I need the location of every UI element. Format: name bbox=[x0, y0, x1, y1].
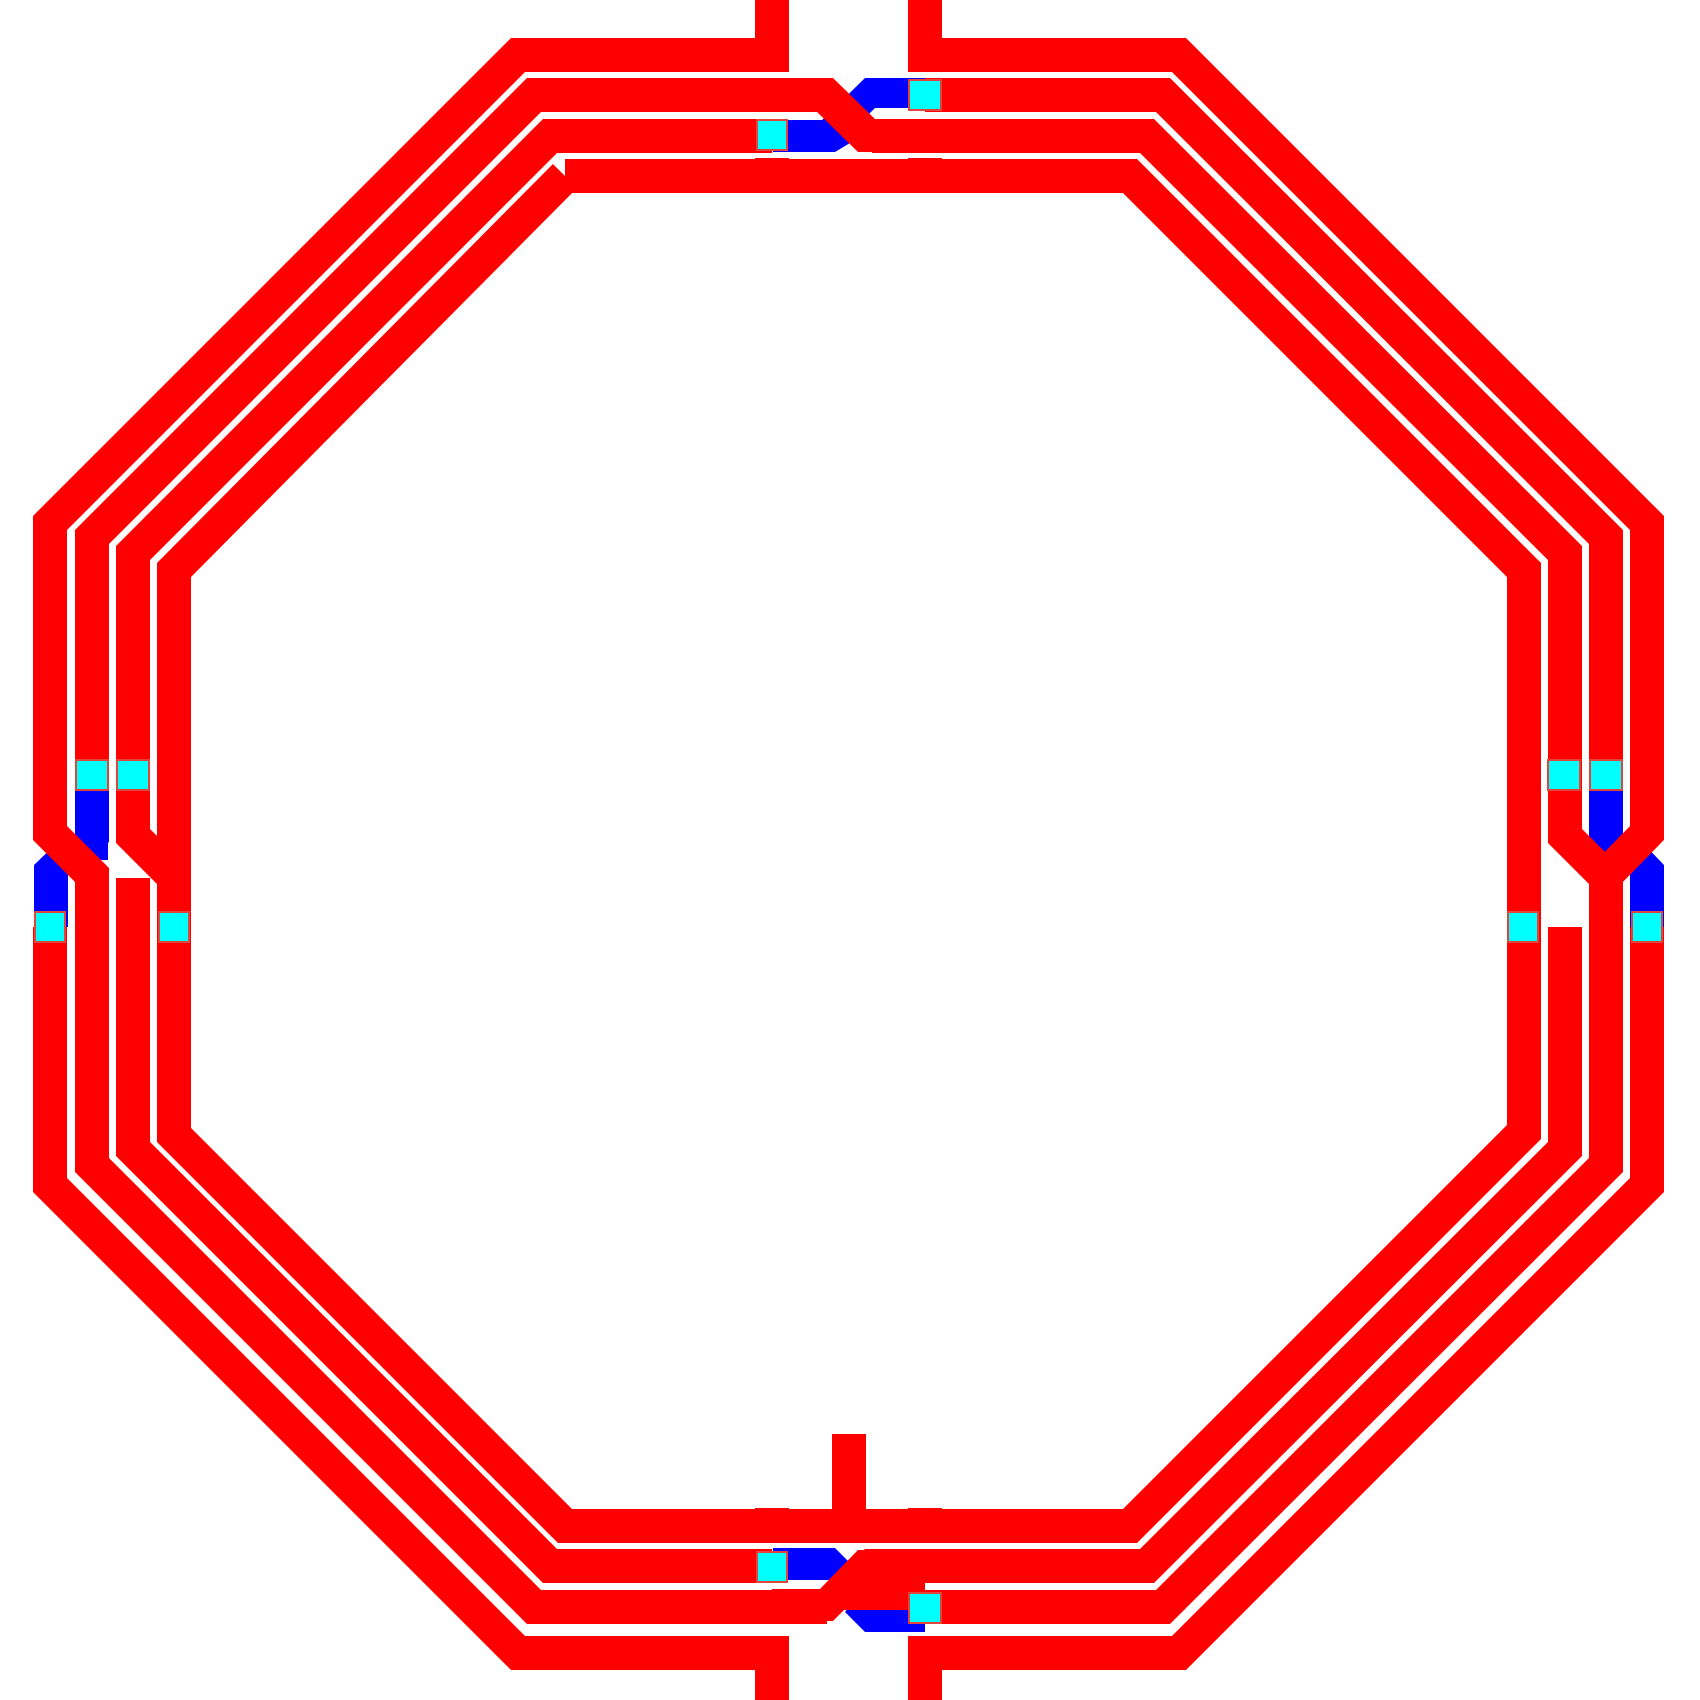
via-bottom-right bbox=[908, 1592, 942, 1624]
underpass-right-mid2-d bbox=[1589, 830, 1623, 858]
jog-bottom bbox=[772, 1550, 925, 1621]
jog-top bbox=[772, 78, 876, 152]
center-tap bbox=[832, 1434, 866, 1514]
turn-3-right bbox=[872, 119, 1619, 890]
stub-bottom-left bbox=[755, 1636, 789, 1700]
underpass-left-mid-d bbox=[75, 830, 109, 858]
via-left-4 bbox=[158, 911, 190, 943]
via-left-3 bbox=[34, 911, 66, 943]
metal-jogs bbox=[33, 0, 1664, 1700]
via-right-2 bbox=[1589, 759, 1623, 791]
stub-top-left-2 bbox=[755, 158, 789, 193]
underpass-bottom-a bbox=[773, 1548, 855, 1580]
stub-left-1 bbox=[33, 758, 67, 793]
stub-top-right bbox=[908, 0, 942, 68]
stub-top-left bbox=[755, 0, 789, 68]
turn-2-left bbox=[75, 78, 827, 785]
turn-2-left-lower bbox=[75, 880, 827, 1624]
via-top-right bbox=[908, 79, 942, 111]
turn-3-left bbox=[116, 119, 772, 891]
stub-top-right-2 bbox=[908, 158, 942, 193]
via-top-left bbox=[756, 119, 788, 151]
turn-2-right bbox=[925, 78, 1623, 785]
stub-bottom-right-2 bbox=[908, 1508, 942, 1543]
stub-left-2 bbox=[157, 758, 191, 793]
stub-right-1 bbox=[1507, 758, 1541, 793]
turn-3-left-lower bbox=[116, 878, 772, 1583]
via-bottom-left bbox=[756, 1551, 788, 1583]
via-right-3 bbox=[1507, 911, 1539, 943]
stub-right-2 bbox=[1630, 758, 1664, 793]
turn-2-right-lower bbox=[925, 875, 1623, 1624]
via-right-1 bbox=[1547, 759, 1581, 791]
stub-bottom-right bbox=[908, 1636, 942, 1700]
stub-bottom-left-2 bbox=[755, 1508, 789, 1543]
via-left-1 bbox=[75, 759, 109, 791]
via-right-4 bbox=[1631, 911, 1663, 943]
via-layer bbox=[34, 79, 1663, 1624]
via-left-2 bbox=[116, 759, 150, 791]
